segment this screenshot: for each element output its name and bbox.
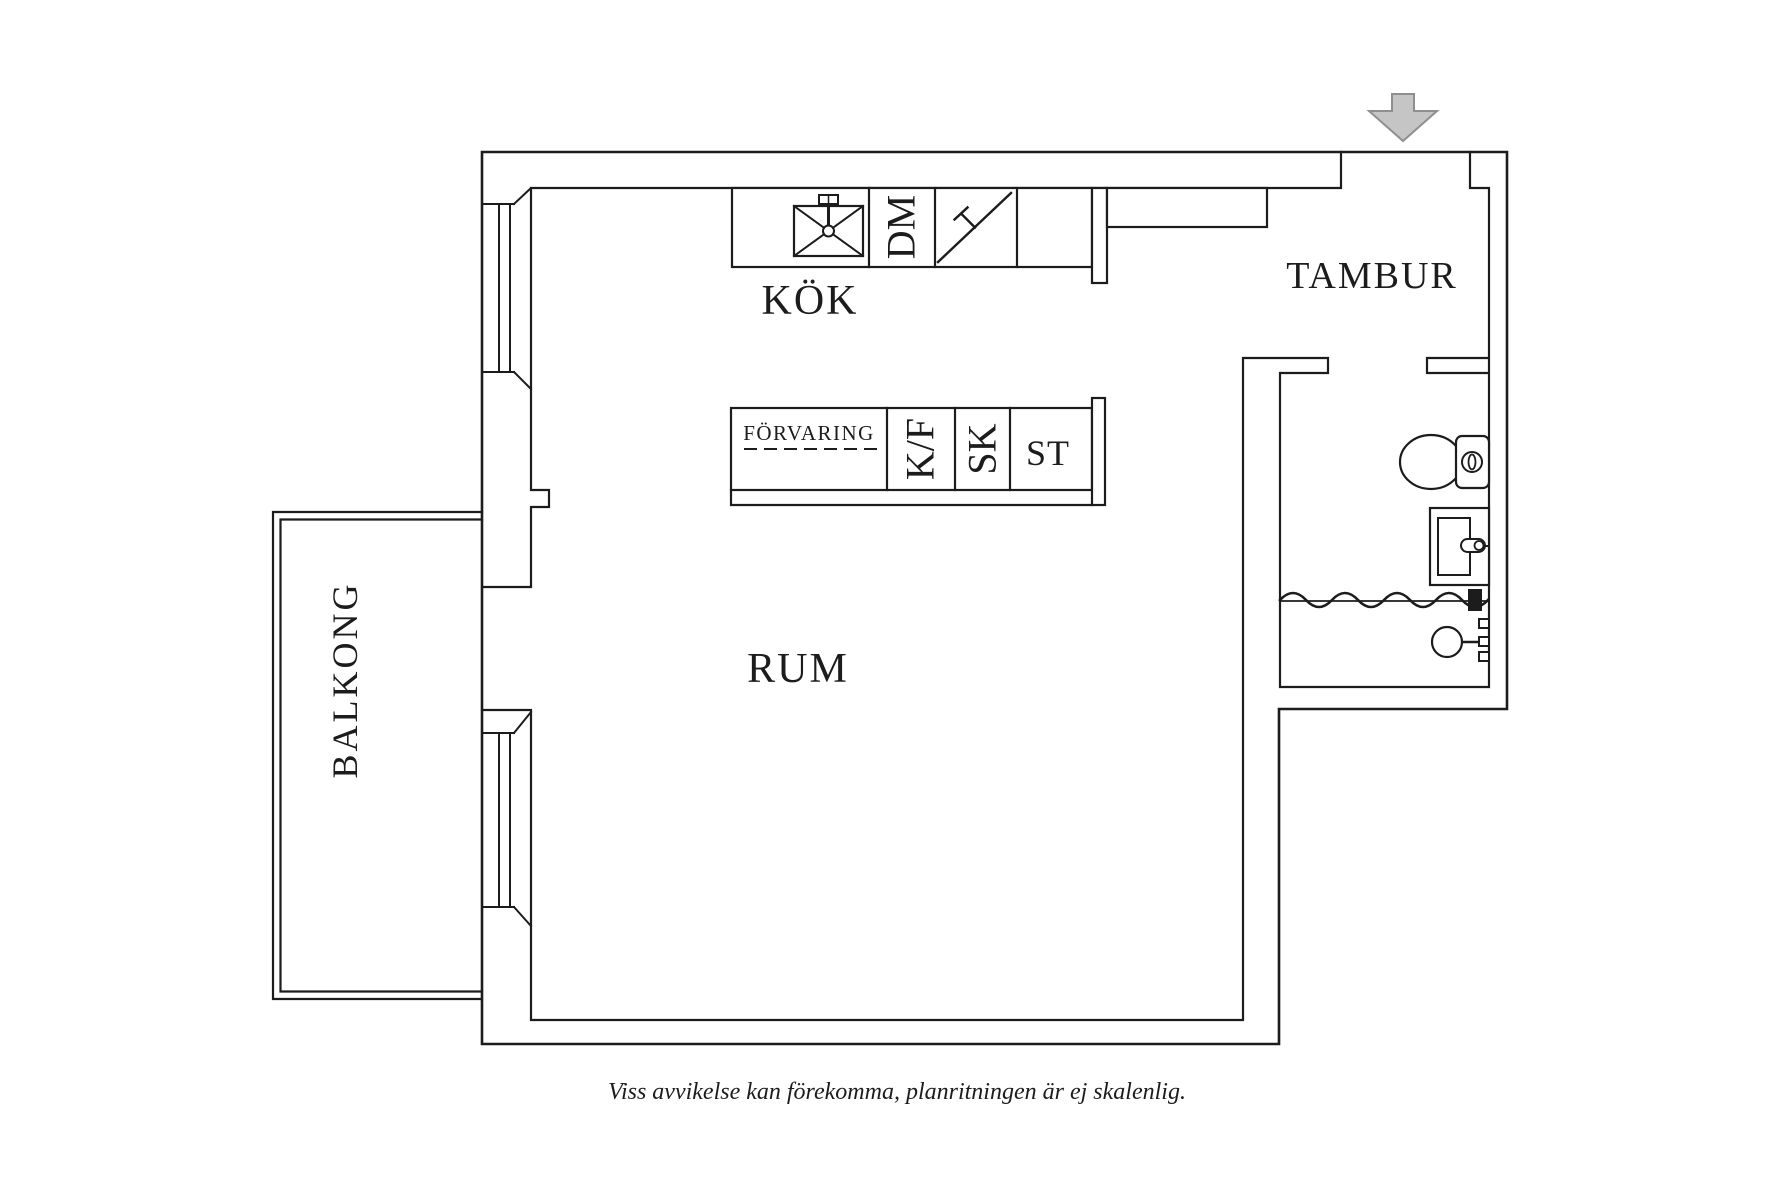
balcony-label: BALKONG [325,582,365,779]
storage-label: FÖRVARING [743,421,875,445]
island-dividers [885,406,1012,492]
kitchen-island [729,406,1094,492]
balcony-railing [271,510,484,1001]
room-label: RUM [747,646,849,692]
kitchen-sink [792,194,865,258]
entrance-arrow [1366,93,1440,143]
fridge-freezer-label: K/F [898,418,943,480]
kitchen-counter [730,186,1094,269]
kitchen-label: KÖK [762,278,859,324]
shower-mixer-handle [1430,625,1464,659]
toilet-flush-button [1461,451,1483,473]
kitchen-window [481,186,533,391]
bathroom-sink [1428,506,1491,587]
hall-label: TAMBUR [1286,255,1458,297]
outer-wall [480,150,1509,1046]
shower-mixer [1430,618,1490,662]
toilet-flush-inner [1467,453,1477,471]
shower-wall-notch [1478,651,1490,662]
dishwasher-label: DM [879,195,924,259]
sink-drain [822,224,835,238]
shower-curtain-wave [1278,591,1490,609]
shower-curtain-holder [1468,589,1482,611]
cabinet-label: SK [960,423,1005,474]
counter-end-stub [1090,186,1109,285]
island-end-panel [1090,396,1107,507]
kitchen-counter-dividers [867,186,1019,269]
room-window [481,710,533,928]
island-bottom-rail [729,488,1094,507]
closet-label: ST [1026,433,1070,473]
shower-wall-notch [1478,636,1490,647]
disclaimer-caption: Viss avvikelse kan förekomma, planritnin… [608,1079,1186,1105]
shower-curtain [1278,589,1490,611]
shower-wall-notch [1478,618,1490,629]
bathroom-sink-faucet-knob [1473,540,1485,551]
stove-symbol [936,191,1013,264]
hall-closet [1105,186,1269,229]
toilet-bowl [1398,433,1464,491]
toilet [1398,433,1491,491]
